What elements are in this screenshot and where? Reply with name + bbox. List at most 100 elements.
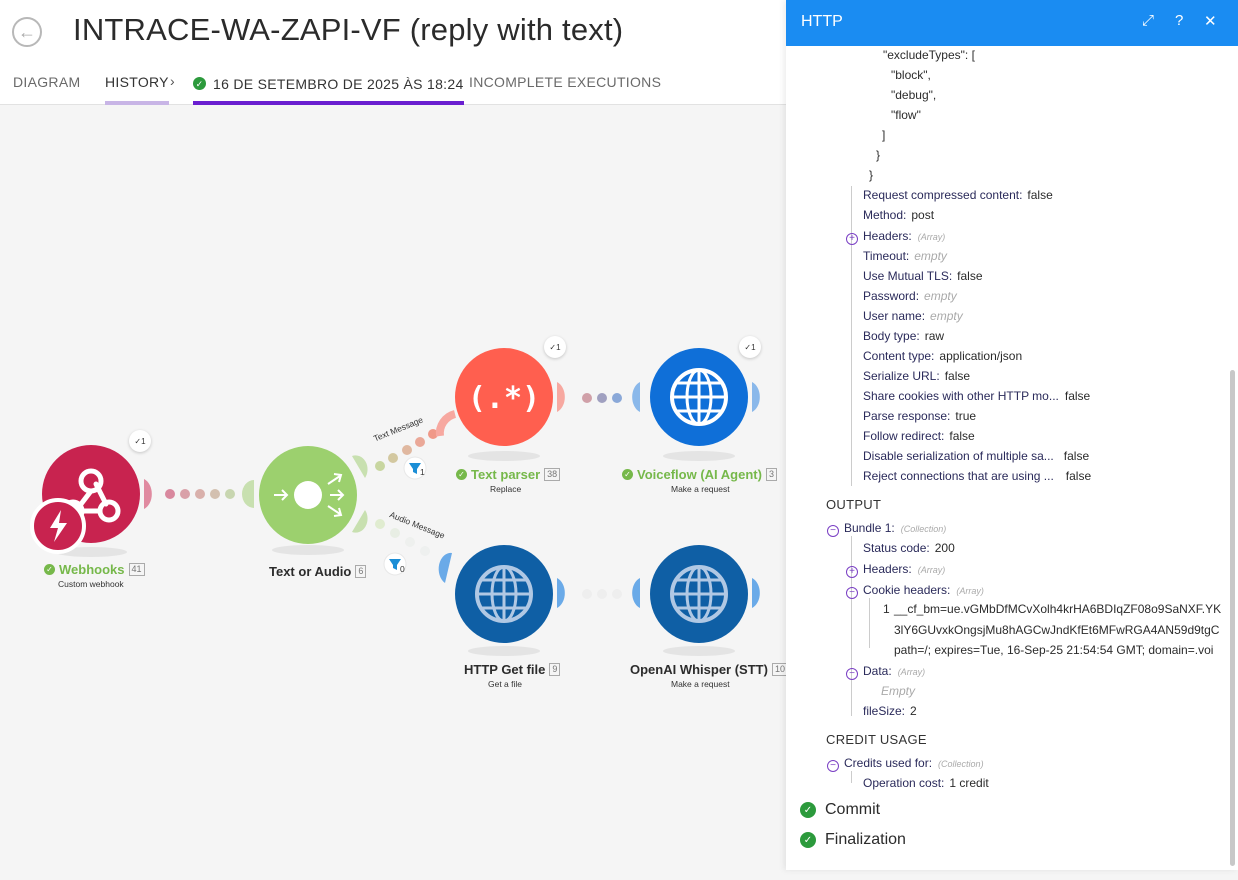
panel-title: HTTP: [801, 13, 843, 30]
filter-text-icon[interactable]: [403, 456, 427, 480]
field-method: Method:post: [863, 208, 935, 222]
node-label-http-get-file: HTTP Get file 9: [464, 662, 561, 677]
operations-badge-voiceflow[interactable]: ✓1: [739, 336, 761, 358]
node-text-parser[interactable]: (.*): [435, 348, 565, 461]
check-circle-icon: ✓: [622, 469, 633, 480]
panel-scrollbar[interactable]: [1230, 370, 1235, 866]
filter-audio-count: 0: [400, 564, 405, 574]
output-filesize: fileSize:2: [863, 704, 917, 718]
check-double-icon: ✓: [134, 436, 142, 446]
field-timeout: Timeout:empty: [863, 249, 947, 263]
node-label-voiceflow: ✓ Voiceflow (AI Agent) 3: [622, 467, 777, 482]
operations-badge-webhooks[interactable]: ✓1: [129, 430, 151, 452]
tab-history[interactable]: HISTORY: [105, 62, 169, 105]
phase-commit[interactable]: ✓Commit: [800, 801, 880, 819]
field-username: User name:empty: [863, 309, 963, 323]
output-headers[interactable]: +Headers:(Array): [846, 562, 945, 578]
node-openai-whisper[interactable]: [632, 545, 760, 656]
node-webhooks[interactable]: [30, 445, 152, 557]
connector-router-textparser: [375, 429, 438, 471]
chevron-right-icon: ›: [170, 73, 175, 89]
code-line: "debug",: [891, 88, 937, 102]
field-password: Password:empty: [863, 289, 957, 303]
connector-webhooks-router: [165, 489, 235, 499]
field-request-compressed: Request compressed content:false: [863, 188, 1053, 202]
field-headers[interactable]: +Headers:(Array): [846, 229, 945, 245]
panel-header: HTTP ⤢ ? ✕: [786, 0, 1238, 46]
tree-line: [851, 186, 852, 486]
phase-finalization[interactable]: ✓Finalization: [800, 831, 906, 849]
output-section-title: OUTPUT: [826, 497, 882, 512]
output-cookie-headers[interactable]: −Cookie headers:(Array): [846, 583, 984, 599]
node-sub-voiceflow: Make a request: [671, 484, 730, 494]
node-sub-whisper: Make a request: [671, 679, 730, 689]
field-body-type: Body type:raw: [863, 329, 945, 343]
field-serialize-url: Serialize URL:false: [863, 369, 971, 383]
close-icon[interactable]: ✕: [1204, 13, 1217, 30]
credit-operation-cost: Operation cost:1 credit: [863, 776, 989, 790]
credit-section-title: CREDIT USAGE: [826, 732, 927, 747]
check-circle-icon: ✓: [193, 77, 206, 90]
output-cookie-line: 3lY6GUvxkOngsjMu8hAGCwJndKfEt6MFwRGA4AN5…: [894, 623, 1220, 637]
output-data[interactable]: −Data:(Array): [846, 664, 925, 680]
collapse-minus-icon: −: [827, 525, 839, 537]
collapse-minus-icon: −: [846, 587, 858, 599]
expand-plus-icon: +: [846, 566, 858, 578]
node-sub-webhooks: Custom webhook: [58, 579, 124, 589]
connector-httpgetfile-whisper: [582, 589, 622, 599]
node-label-router: Text or Audio 6: [269, 564, 367, 579]
node-sub-http-get-file: Get a file: [488, 679, 523, 689]
node-http-get-file[interactable]: [438, 545, 565, 656]
field-mutual-tls: Use Mutual TLS:false: [863, 269, 983, 283]
check-double-icon: ✓: [744, 342, 752, 352]
node-router[interactable]: [242, 446, 368, 555]
field-parse-response: Parse response:true: [863, 409, 977, 423]
node-label-text-parser: ✓ Text parser 38: [456, 467, 561, 482]
output-bundle[interactable]: −Bundle 1:(Collection): [827, 521, 946, 537]
arrow-left-icon: ←: [18, 21, 36, 42]
expand-plus-icon: +: [846, 233, 858, 245]
code-line: "flow": [891, 108, 921, 122]
expand-icon[interactable]: ⤢: [1142, 12, 1155, 29]
filter-audio-icon[interactable]: [383, 552, 407, 576]
check-circle-icon: ✓: [44, 564, 55, 575]
credit-used-for[interactable]: −Credits used for:(Collection): [827, 756, 984, 772]
scenario-canvas[interactable]: (.*): [0, 106, 790, 880]
check-circle-icon: ✓: [800, 832, 816, 848]
code-line: "block",: [891, 68, 931, 82]
tab-execution[interactable]: ✓ 16 DE SETEMBRO DE 2025 ÀS 18:24: [193, 62, 464, 105]
code-line: }: [876, 148, 881, 162]
node-label-whisper: OpenAI Whisper (STT) 10: [630, 662, 788, 677]
back-button[interactable]: ←: [12, 17, 42, 47]
tab-diagram[interactable]: DIAGRAM: [13, 74, 81, 90]
panel-body[interactable]: "excludeTypes": [ "block", "debug", "flo…: [786, 46, 1238, 870]
module-inspector-panel: HTTP ⤢ ? ✕ "excludeTypes": [ "block", "d…: [786, 0, 1238, 870]
check-circle-icon: ✓: [456, 469, 467, 480]
operations-badge-textparser[interactable]: ✓1: [544, 336, 566, 358]
output-cookie-line: path=/; expires=Tue, 16-Sep-25 21:54:54 …: [894, 643, 1214, 657]
node-sub-text-parser: Replace: [490, 484, 522, 494]
filter-text-count: 1: [420, 467, 425, 477]
scenario-diagram: (.*): [30, 348, 760, 656]
tree-line: [851, 536, 852, 716]
output-data-empty: Empty: [881, 684, 916, 698]
tree-line: [851, 771, 852, 783]
output-status-code: Status code:200: [863, 541, 955, 555]
collapse-minus-icon: −: [846, 668, 858, 680]
node-label-webhooks: ✓ Webhooks 41: [44, 562, 145, 577]
collapse-minus-icon: −: [827, 760, 839, 772]
connector-router-httpgetfile: [375, 519, 430, 556]
tab-execution-label: 16 DE SETEMBRO DE 2025 ÀS 18:24: [213, 75, 464, 92]
field-follow-redirect: Follow redirect:false: [863, 429, 975, 443]
field-content-type: Content type:application/json: [863, 349, 1023, 363]
tab-incomplete-executions[interactable]: INCOMPLETE EXECUTIONS: [469, 74, 662, 90]
node-voiceflow[interactable]: [632, 348, 760, 461]
field-share-cookies: Share cookies with other HTTP mo...false: [863, 389, 1091, 403]
field-reject-connections: Reject connections that are using ...fal…: [863, 469, 1092, 483]
check-double-icon: ✓: [549, 342, 557, 352]
help-icon[interactable]: ?: [1175, 12, 1184, 29]
check-circle-icon: ✓: [800, 802, 816, 818]
tree-line: [869, 598, 870, 648]
connector-textparser-voiceflow: [582, 393, 622, 403]
code-line: "excludeTypes": [: [883, 48, 975, 62]
